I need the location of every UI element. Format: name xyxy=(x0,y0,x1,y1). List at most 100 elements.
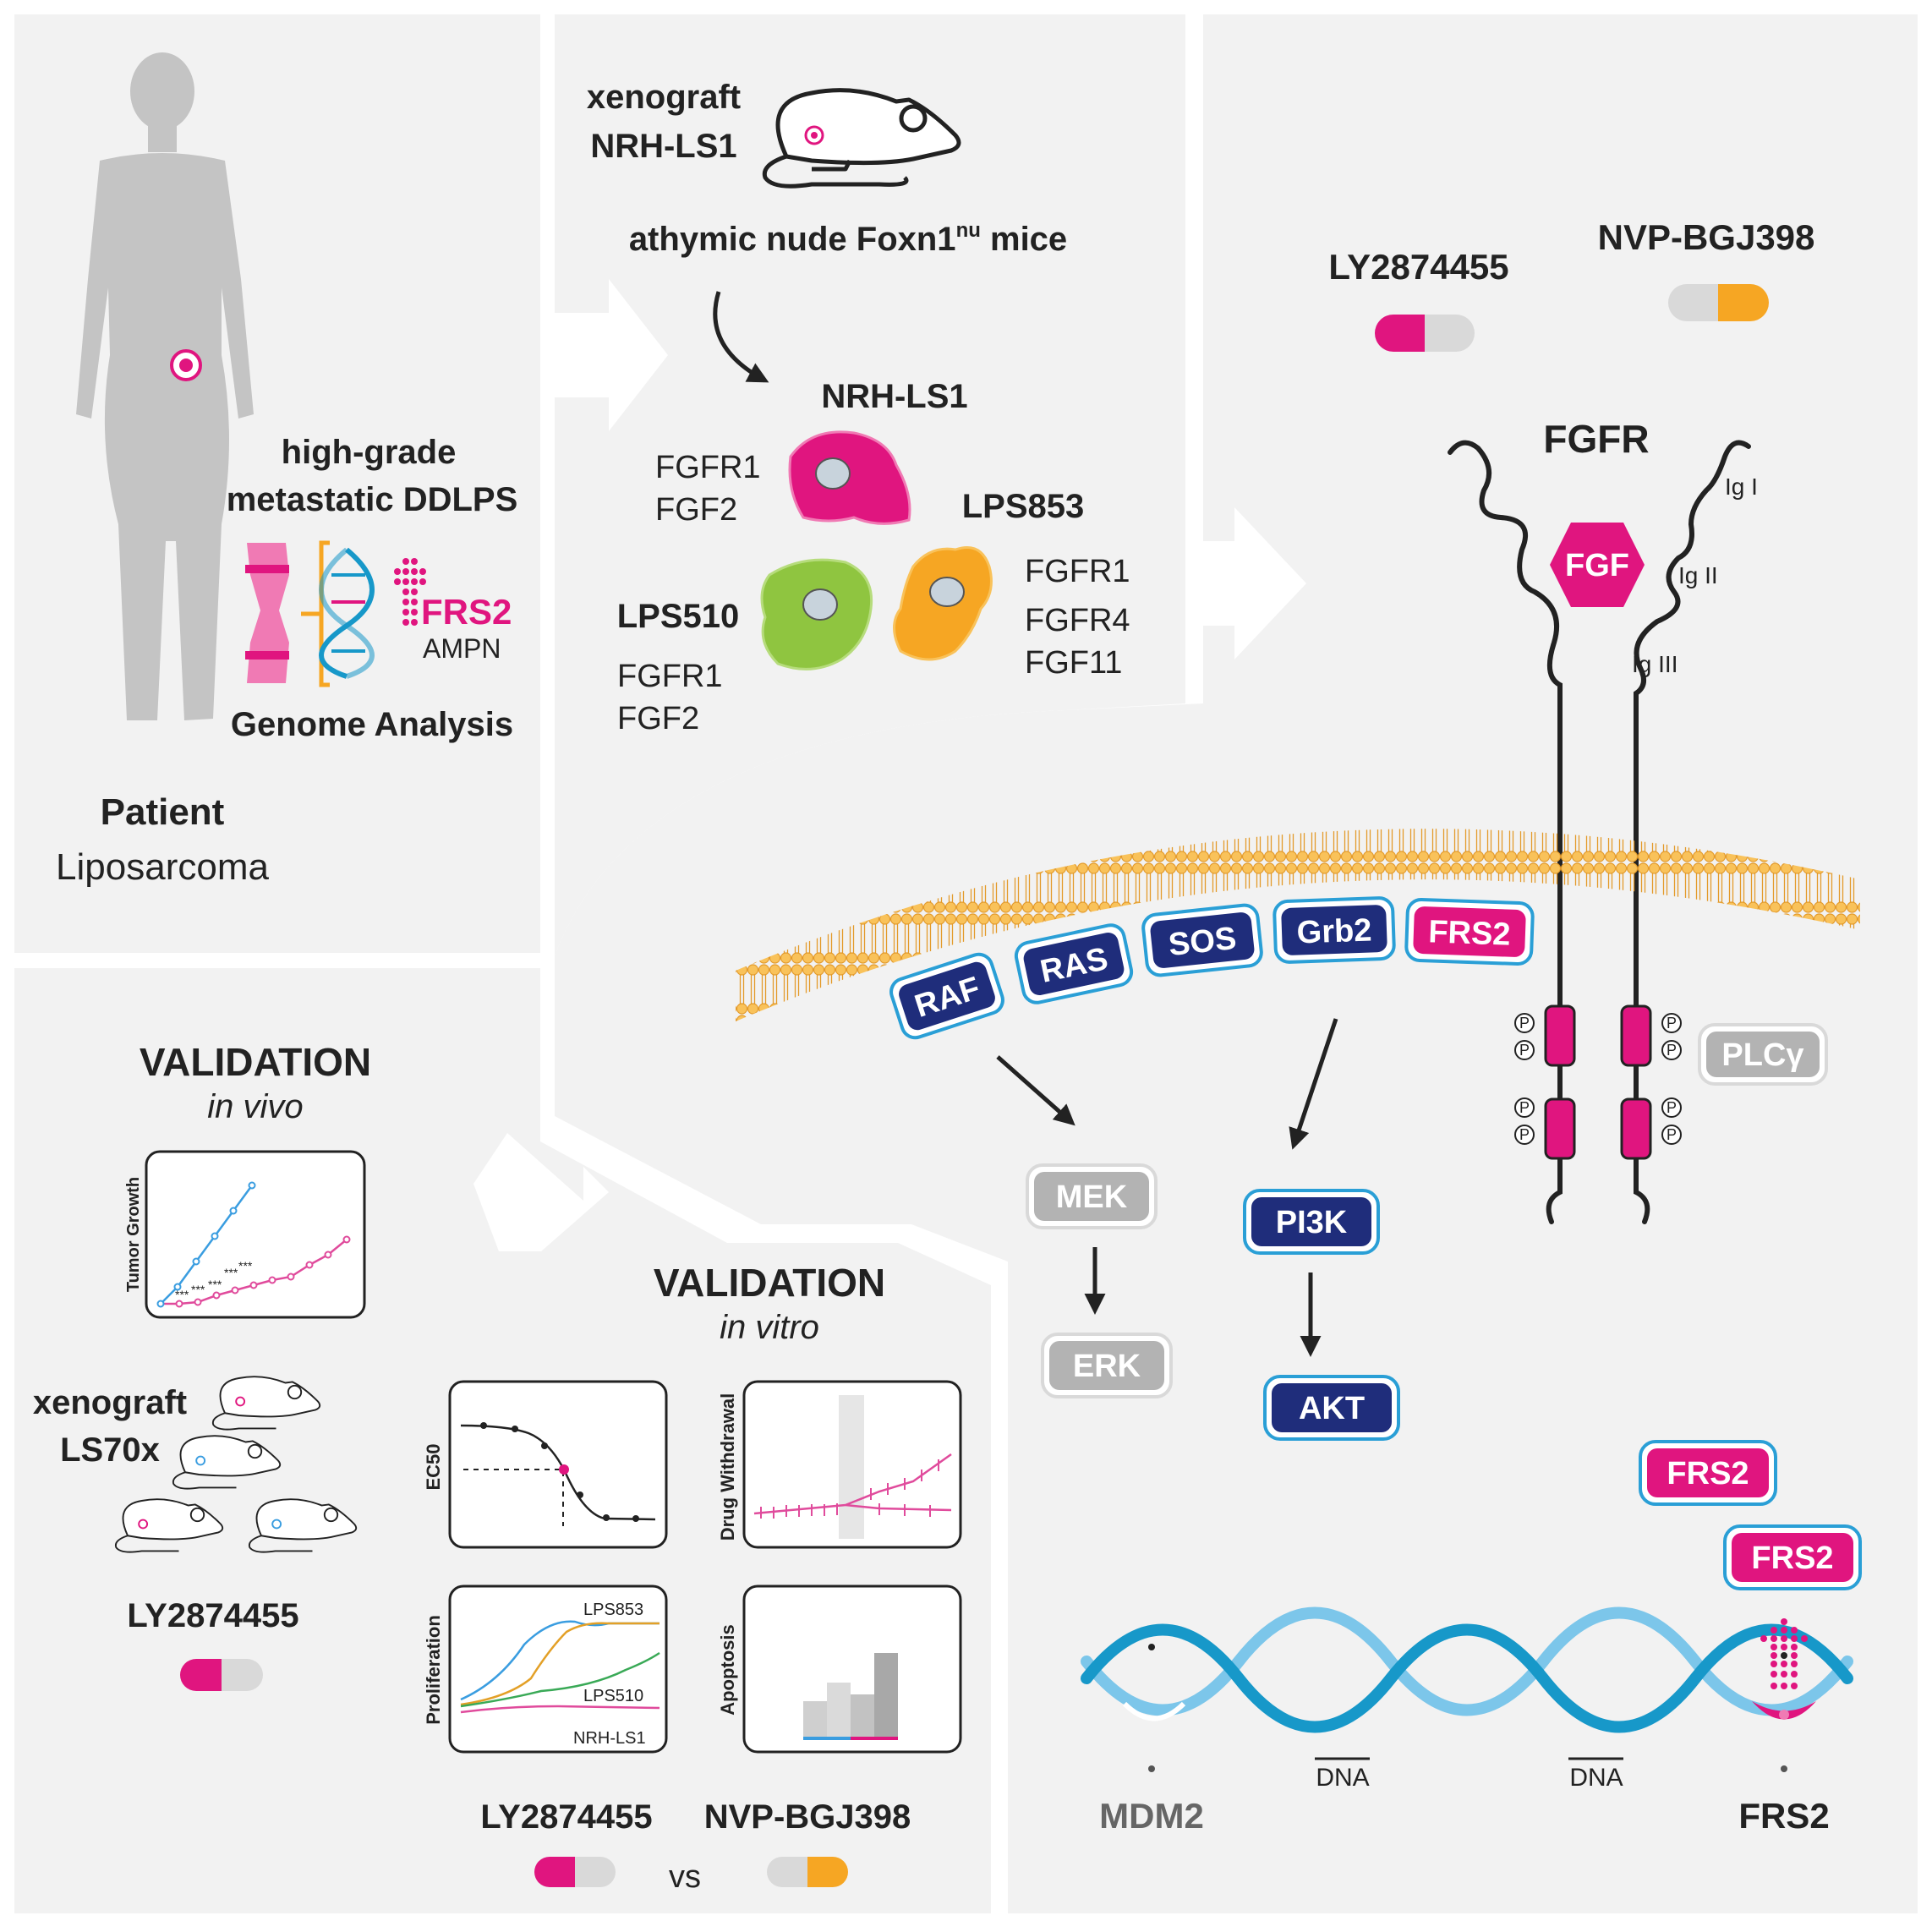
phosphate-label: P xyxy=(1519,1126,1530,1143)
cell-line-lps853-name: LPS853 xyxy=(962,488,1085,525)
protein-frs2-free-1: FRS2 xyxy=(1639,1440,1777,1506)
fgf-ligand: FGF xyxy=(1550,523,1645,607)
amplification-dots-icon xyxy=(394,558,426,626)
diagnosis-line2: metastatic DDLPS xyxy=(227,481,518,518)
mouse-strain-label: athymic nude Foxn1nu mice xyxy=(629,219,1067,258)
capsule-nvp-icon xyxy=(1668,284,1769,321)
gene-frs2-label: FRS2 xyxy=(421,592,512,632)
receptor-fgfr-label: FGFR xyxy=(1543,417,1649,461)
withdrawal-chart: Drug Withdrawal xyxy=(717,1380,962,1549)
flow-arrow-1 xyxy=(555,279,668,431)
proliferation-ylabel: Proliferation xyxy=(423,1615,444,1725)
protein-plcg: PLCγ xyxy=(1698,1023,1828,1086)
protein-frs2-free-2-label: FRS2 xyxy=(1751,1541,1833,1576)
cell-line-lps853-marker1: FGFR1 xyxy=(1025,554,1130,589)
arrow-grb2-pi3k xyxy=(1289,1018,1338,1150)
cell-line-lps853-marker3: FGF11 xyxy=(1025,645,1122,681)
apoptosis-chart: Apoptosis xyxy=(717,1584,962,1754)
tumor-marker xyxy=(170,349,202,381)
frs2-amplification-dots xyxy=(1760,1618,1808,1689)
dna-helix-icon xyxy=(319,547,375,679)
in-vitro-subtitle: in vitro xyxy=(720,1309,819,1346)
cell-membrane xyxy=(736,829,1860,1021)
protein-erk: ERK xyxy=(1041,1333,1173,1398)
capsule-ly-in-vitro-icon xyxy=(534,1857,616,1887)
protein-raf: RAF xyxy=(889,952,1004,1040)
gene-locus-frs2 xyxy=(1752,1652,1816,1772)
mouse-tumor-marker xyxy=(804,125,824,145)
cell-lps853-icon xyxy=(893,546,993,661)
protein-frs2-free-2: FRS2 xyxy=(1723,1524,1862,1590)
genome-analysis-label: Genome Analysis xyxy=(231,706,513,743)
gene-mdm2-label: MDM2 xyxy=(1099,1796,1204,1836)
significance-mark: *** xyxy=(208,1278,222,1291)
in-vivo-title: VALIDATION xyxy=(140,1040,371,1084)
phosphate-label: P xyxy=(1667,1015,1677,1032)
ec50-ylabel: EC50 xyxy=(423,1443,444,1490)
protein-akt-label: AKT xyxy=(1299,1391,1365,1426)
cell-line-lps510-marker1: FGFR1 xyxy=(617,659,723,694)
significance-mark: *** xyxy=(224,1266,238,1279)
significance-mark: *** xyxy=(175,1288,189,1301)
protein-frs2-membrane: FRS2 xyxy=(1404,897,1535,966)
fgfr-receptor-chains xyxy=(1448,440,1751,1224)
phosphate-label: P xyxy=(1519,1042,1530,1059)
phosphate-label: P xyxy=(1519,1099,1530,1116)
patient-silhouette xyxy=(76,52,254,720)
protein-sos: SOS xyxy=(1141,903,1263,977)
phosphate-label: P xyxy=(1667,1042,1677,1059)
mouse-strain-suffix: mice xyxy=(981,221,1067,258)
significance-mark: *** xyxy=(238,1259,253,1272)
domain-ig1-label: Ig I xyxy=(1725,473,1758,500)
phosphate-label: P xyxy=(1519,1015,1530,1032)
in-vitro-drug2-label: NVP-BGJ398 xyxy=(704,1798,911,1836)
prolif-label-lps510: LPS510 xyxy=(583,1687,643,1705)
cell-line-lps510-marker2: FGF2 xyxy=(617,701,699,736)
cell-lps510-icon xyxy=(760,558,873,670)
flow-arrow-3 xyxy=(473,1133,609,1251)
apoptosis-ylabel: Apoptosis xyxy=(717,1624,738,1716)
dna-label-2: DNA xyxy=(1568,1757,1623,1792)
in-vivo-subtitle: in vivo xyxy=(207,1088,303,1125)
arrow-raf-mek xyxy=(996,1055,1075,1126)
diagnosis-line1: high-grade xyxy=(282,434,457,471)
bracket-icon xyxy=(301,540,330,687)
phosphate-icons: P P P P P P P P xyxy=(1514,1013,1682,1145)
dna-label-1-text: DNA xyxy=(1316,1764,1369,1792)
protein-pi3k-label: PI3K xyxy=(1276,1205,1348,1240)
protein-erk-label: ERK xyxy=(1073,1349,1141,1384)
protein-frs2-free-1-label: FRS2 xyxy=(1667,1456,1749,1491)
drug-nvp-label: NVP-BGJ398 xyxy=(1598,217,1815,257)
ec50-chart: EC50 xyxy=(423,1380,668,1549)
domain-ig2-label: Ig II xyxy=(1678,562,1718,588)
gene-ampn-label: AMPN xyxy=(423,633,501,664)
dna-label-2-text: DNA xyxy=(1569,1764,1623,1792)
mouse-icon xyxy=(762,88,961,189)
xenograft-line1: xenograft xyxy=(587,79,741,116)
significance-mark: *** xyxy=(191,1283,205,1296)
drug-ly-label: LY2874455 xyxy=(1328,247,1508,287)
cell-line-nrh-marker1: FGFR1 xyxy=(655,450,761,485)
mouse-strain-prefix: athymic nude Foxn1 xyxy=(629,221,956,258)
protein-pi3k: PI3K xyxy=(1243,1189,1380,1255)
derivation-arrow xyxy=(713,291,769,383)
gene-locus-mdm2 xyxy=(1122,1644,1186,1772)
in-vitro-title: VALIDATION xyxy=(654,1261,885,1305)
in-vitro-drug1-label: LY2874455 xyxy=(480,1798,652,1836)
mouse-group-icon xyxy=(114,1376,358,1553)
withdrawal-ylabel: Drug Withdrawal xyxy=(717,1393,738,1541)
capsule-ly-in-vivo-icon xyxy=(180,1659,263,1691)
protein-mek: MEK xyxy=(1026,1163,1158,1229)
protein-plcg-label: PLCγ xyxy=(1721,1037,1803,1073)
prolif-label-lps853: LPS853 xyxy=(583,1601,643,1619)
cell-line-lps510-name: LPS510 xyxy=(617,598,740,635)
dna-label-1: DNA xyxy=(1315,1757,1370,1792)
xenograft-line2: NRH-LS1 xyxy=(590,128,736,165)
prolif-label-nrh: NRH-LS1 xyxy=(573,1729,646,1748)
capsule-nvp-in-vitro-icon xyxy=(767,1857,848,1887)
mouse-strain-superscript: nu xyxy=(956,219,981,242)
capsule-ly-icon xyxy=(1375,315,1475,352)
cell-nrh-icon xyxy=(788,430,911,525)
protein-grb2: Grb2 xyxy=(1272,896,1396,964)
